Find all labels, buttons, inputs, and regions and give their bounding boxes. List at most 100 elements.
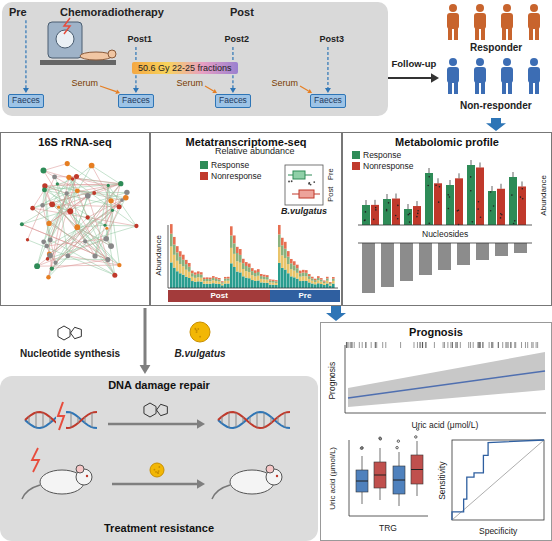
rug-tick: [346, 342, 347, 348]
arrow-line: [135, 75, 136, 88]
network-node: [48, 238, 53, 243]
legend-item: Nonresponse: [352, 161, 414, 171]
abundance-bar: [287, 257, 290, 264]
network-node: [20, 222, 24, 226]
mouse-ear: [266, 465, 274, 473]
abundance-bar: [308, 276, 311, 279]
data-point: [397, 205, 399, 207]
rug-tick: [510, 342, 511, 348]
abundance-bar: [188, 267, 191, 272]
data-point: [395, 215, 397, 217]
abundance-bar: [194, 272, 197, 274]
radiation-bolt: [32, 448, 39, 472]
arrow-head: [212, 89, 217, 93]
roc-frame: [452, 440, 544, 520]
metabolite-bar: [518, 186, 526, 225]
sampling-line: [135, 47, 136, 61]
abundance-bar: [299, 271, 302, 274]
error-bar: [450, 180, 451, 185]
abundance-bar: [185, 264, 188, 270]
rug-tick: [460, 342, 461, 348]
rug-tick: [376, 342, 377, 348]
metabolite-bar: [362, 205, 370, 225]
abundance-bar: [206, 281, 209, 284]
rug-tick: [452, 342, 453, 348]
rug-tick: [482, 342, 483, 348]
label-text: Post1: [128, 35, 153, 45]
dna-rung: [264, 413, 265, 428]
network-node: [92, 253, 97, 258]
abundance-bar: [245, 271, 248, 277]
rug-tick: [425, 342, 426, 348]
abundance-bar: [272, 280, 275, 281]
network-node: [53, 261, 57, 265]
abundance-bar: [194, 275, 197, 278]
label-text: Prognosis: [328, 361, 337, 399]
error-bar: [396, 194, 397, 199]
data-point: [375, 209, 377, 211]
abundance-bar: [266, 280, 269, 283]
person-head: [449, 58, 457, 66]
panel-title: Metabolomic profile: [343, 133, 551, 149]
network-link: [27, 240, 114, 275]
legend-text: Response: [363, 150, 401, 160]
label-text: Uric acid (μmol/L): [329, 446, 338, 509]
grey-bar: [495, 243, 508, 256]
error-bar: [522, 181, 523, 186]
abundance-bar: [173, 268, 176, 288]
person-leg: [475, 28, 479, 40]
error-bar: [492, 186, 493, 191]
abundance-bar: [224, 281, 227, 284]
abundance-bar: [227, 278, 230, 280]
data-point: [313, 181, 315, 183]
abundance-bar: [260, 274, 263, 276]
abundance-bar: [287, 264, 290, 273]
abundance-bar: [182, 275, 185, 288]
person-body: [501, 13, 513, 29]
network-node: [83, 239, 87, 243]
arrow-line: [108, 423, 197, 426]
abundance-bar: [233, 254, 236, 267]
dna-rung: [285, 413, 286, 428]
linac-gantry: [48, 22, 82, 58]
rug-tick: [414, 342, 415, 348]
abundance-bar: [308, 274, 311, 276]
data-point: [522, 198, 524, 200]
data-point: [417, 210, 419, 212]
abundance-bar: [254, 277, 257, 281]
rug-tick: [498, 342, 499, 348]
network-link: [52, 228, 107, 268]
abundance-bar: [185, 270, 188, 277]
label-text: Pre: [299, 292, 312, 301]
label-text: Abundance: [540, 175, 549, 215]
abundance-bar: [302, 281, 305, 288]
abundance-bar: [176, 246, 179, 252]
rug-tick: [382, 342, 383, 348]
abundance-bar: [308, 279, 311, 282]
box-text: Faeces: [314, 96, 342, 106]
abundance-bar: [260, 282, 263, 288]
data-point: [470, 190, 472, 192]
abundance-bar: [239, 263, 242, 273]
abundance-bar: [251, 271, 254, 275]
person-head: [530, 4, 538, 12]
abundance-bar: [221, 281, 224, 282]
label-text: Serum: [272, 79, 299, 89]
abundance-bar: [206, 284, 209, 288]
arrow-head: [140, 365, 151, 374]
dna-rung: [43, 413, 44, 428]
network-link: [33, 208, 95, 256]
arrow-head: [197, 419, 205, 429]
abundance-bar: [218, 278, 221, 279]
abundance-bar: [248, 272, 251, 278]
rug-tick: [348, 342, 349, 348]
abundance-bar: [248, 278, 251, 288]
person-leg: [529, 82, 533, 94]
abundance-bar: [185, 277, 188, 288]
rug-tick: [491, 342, 492, 348]
abundance-bar: [191, 281, 194, 288]
edge-label: Follow-up: [392, 59, 437, 69]
data-point: [373, 219, 375, 221]
label-text: Post2: [225, 35, 250, 45]
abundance-bar: [311, 277, 314, 279]
